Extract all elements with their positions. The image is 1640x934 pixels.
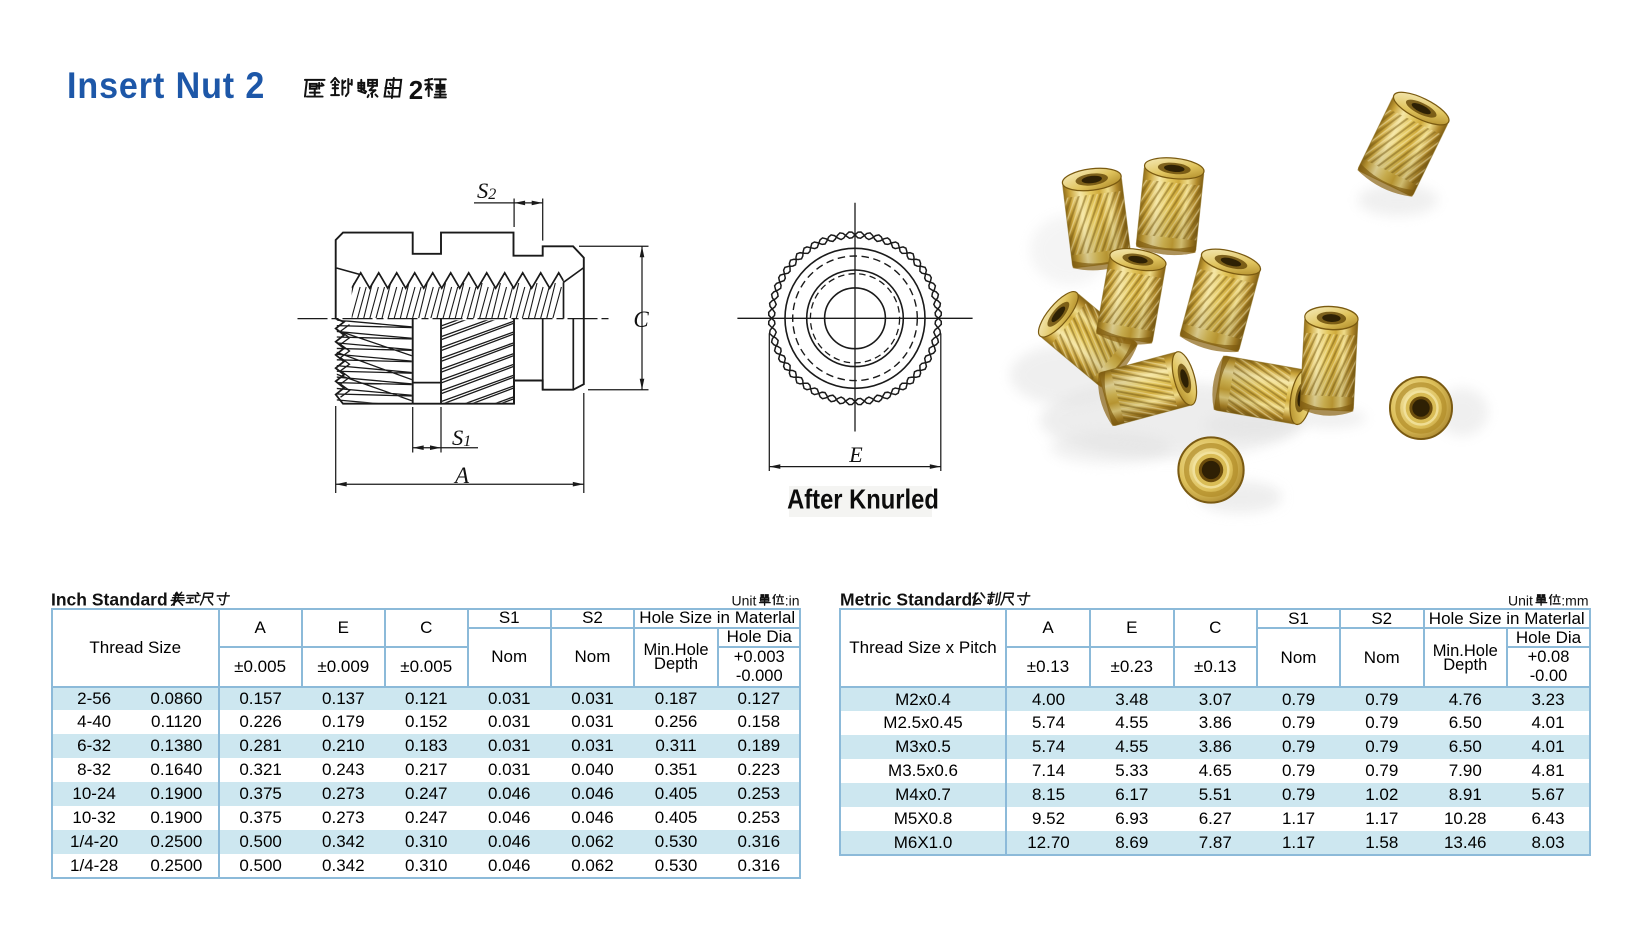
svg-text:C: C xyxy=(633,307,649,332)
svg-text::in: :in xyxy=(785,593,800,609)
svg-text:S2: S2 xyxy=(477,178,496,203)
svg-text:Insert Nut 2: Insert Nut 2 xyxy=(67,65,265,107)
svg-text:E: E xyxy=(848,442,863,467)
svg-text:A: A xyxy=(453,463,470,488)
svg-text:2: 2 xyxy=(409,75,423,105)
svg-text:Unit: Unit xyxy=(1508,593,1533,609)
svg-text:Inch Standard /: Inch Standard / xyxy=(51,590,178,610)
svg-text:S1: S1 xyxy=(452,425,471,450)
svg-text::mm: :mm xyxy=(1561,593,1588,609)
svg-text:After Knurled: After Knurled xyxy=(787,483,939,515)
svg-text:Metric Standard/: Metric Standard/ xyxy=(840,590,977,610)
svg-text:Unit: Unit xyxy=(732,593,757,609)
